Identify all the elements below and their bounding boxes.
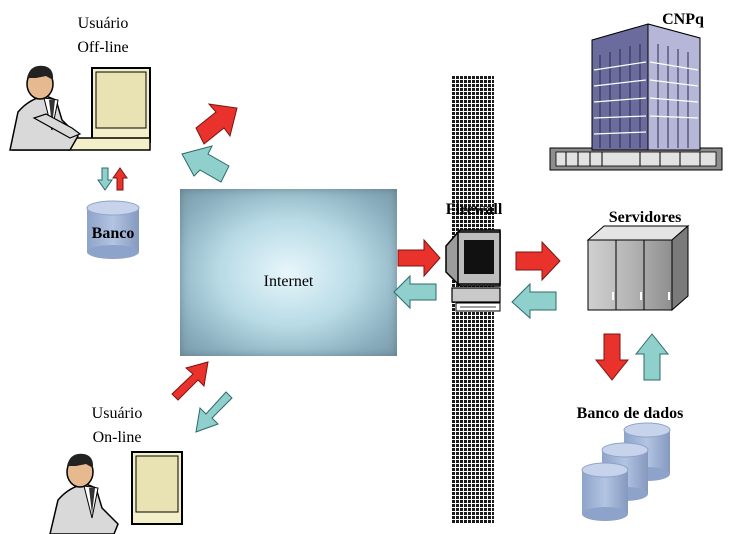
user-online-label-line2: On-line [92,429,142,446]
firewall-label: Firewall [445,201,503,218]
arrow-from-internet [181,145,230,183]
database-cylinders-icon [581,422,671,521]
database-cylinder-icon [86,200,140,259]
user-offline-label-line2: Off-line [77,39,129,56]
local-database-label: Banco [91,225,135,242]
person-at-computer-icon [9,65,151,151]
computer-workstation-icon [445,229,501,312]
arrow-to-internet [195,103,238,145]
sync-arrows [97,167,128,191]
arrow-from-servers [511,282,557,320]
arrow-from-firewall [393,274,437,310]
arrow-to-firewall [397,238,441,278]
arrow-from-database [634,333,670,381]
database-label: Banco de dados [576,405,684,422]
arrow-to-database [594,333,630,381]
building-label: CNPq [662,11,704,28]
arrow-from-internet [195,391,233,433]
building-icon [549,23,723,171]
server-rack-icon [586,224,690,312]
arrow-to-servers [515,240,561,282]
person-at-computer-icon [49,451,183,534]
internet-label: Internet [263,273,314,290]
user-offline-label-line1: Usuário [77,15,129,32]
internet-box [180,189,397,356]
user-online-label-line1: Usuário [91,405,143,422]
arrow-to-internet [171,361,209,401]
servers-label: Servidores [608,209,682,226]
